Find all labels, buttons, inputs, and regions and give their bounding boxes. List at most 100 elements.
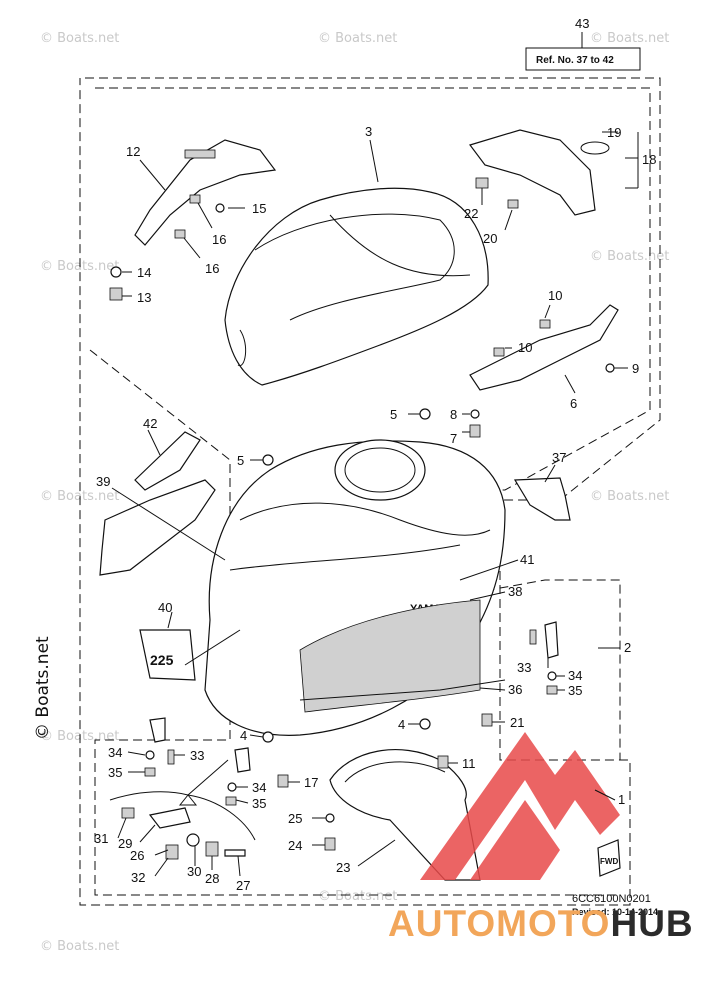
part-label: 15 [252, 201, 266, 216]
ref-note: Ref. No. 37 to 42 [536, 55, 614, 66]
bolt-24 [324, 837, 336, 851]
assembly-boundary-inner [95, 87, 651, 491]
part-label: 6 [570, 396, 577, 411]
part-label: 10 [518, 340, 532, 355]
side-bracket-left [134, 139, 277, 246]
latch-left [149, 717, 166, 743]
nut-35 [546, 685, 558, 695]
watermark-text: © Boats.net [318, 889, 397, 904]
part-label: 20 [483, 231, 497, 246]
part-label: 41 [520, 552, 534, 567]
watermark-text: © Boats.net [590, 249, 669, 264]
knob-32 [165, 844, 179, 860]
side-bracket-right [469, 129, 610, 216]
part-label: 24 [288, 838, 302, 853]
watermark-text: © Boats.net [40, 31, 119, 46]
washer-14 [110, 266, 122, 278]
part-label: 37 [552, 450, 566, 465]
nut-35 [144, 767, 156, 777]
part-label: 35 [252, 796, 266, 811]
decal-39 [99, 479, 216, 576]
part-label: 8 [450, 407, 457, 422]
part-label: 35 [108, 765, 122, 780]
screw-15 [215, 203, 225, 213]
part-label: 9 [632, 361, 639, 376]
washer-8 [470, 409, 480, 419]
brand-wordmark: AUTOMOTOHUB [388, 903, 694, 945]
fwd-label: FWD [600, 857, 618, 866]
bolt-27 [224, 849, 246, 857]
washer-34 [145, 750, 155, 760]
watermark-text: © Boats.net [590, 31, 669, 46]
part-label: 39 [96, 474, 110, 489]
grommet-4 [419, 718, 431, 730]
badge-40: 225 [139, 629, 196, 681]
part-label: 34 [252, 780, 266, 795]
fasteners [109, 177, 615, 860]
part-label: 13 [137, 290, 151, 305]
seal-strip-36 [299, 679, 506, 701]
bolt-13 [109, 287, 123, 301]
part-label: 27 [236, 878, 250, 893]
part-label: 42 [143, 416, 157, 431]
pin-33 [529, 629, 537, 645]
bolt-7 [469, 424, 481, 438]
part-label: 40 [158, 600, 172, 615]
part-label: 10 [548, 288, 562, 303]
part-label: 18 [642, 152, 656, 167]
part-label: 31 [94, 831, 108, 846]
part-label: 12 [126, 144, 140, 159]
bottom-cowling: YAMAHA [204, 439, 506, 736]
part-label: 17 [304, 775, 318, 790]
part-label: 19 [607, 125, 621, 140]
revision-date: Revised: 10-14-2014 [572, 907, 659, 917]
bolt-11 [437, 755, 449, 769]
ref-note-box [525, 47, 641, 71]
watermark-text: © Boats.net [40, 939, 119, 954]
apron-1 [329, 749, 481, 881]
part-label: 5 [390, 407, 397, 422]
bushing-28 [205, 841, 219, 857]
nut-20 [507, 199, 519, 209]
part-label: 30 [187, 864, 201, 879]
part-label: 4 [398, 717, 405, 732]
air-intake [334, 439, 426, 501]
grommet-4 [262, 731, 274, 743]
brand-part-2: HUB [610, 903, 694, 944]
part-label: 2 [624, 640, 631, 655]
part-label: 43 [575, 16, 589, 31]
watermark-text: © Boats.net [590, 489, 669, 504]
part-label: 34 [568, 668, 582, 683]
part-label: 38 [508, 584, 522, 599]
part-label: 28 [205, 871, 219, 886]
part-label: 11 [462, 756, 476, 771]
part-label: 4 [240, 728, 247, 743]
decal-37 [513, 477, 571, 521]
part-label: 3 [365, 124, 372, 139]
part-labels: 43 3 12 19 18 15 16 16 22 20 14 13 10 10… [94, 16, 656, 893]
part-label: 32 [131, 870, 145, 885]
lever-29 [148, 807, 191, 829]
part-label: 25 [288, 811, 302, 826]
grommet-22 [475, 177, 489, 189]
leader-lines [109, 131, 639, 877]
watermark-text: © Boats.net [318, 31, 397, 46]
part-label: 35 [568, 683, 582, 698]
collar-31 [121, 807, 135, 819]
part-label: 21 [510, 715, 524, 730]
part-label: 26 [130, 848, 144, 863]
part-label: 34 [108, 745, 122, 760]
collar-30 [186, 833, 200, 847]
brand-logo-icon [420, 732, 620, 880]
pin-33 [167, 749, 175, 765]
brand-part-1: AUTOMOTO [388, 903, 611, 944]
trim-plate-6 [469, 304, 619, 391]
part-label: 7 [450, 431, 457, 446]
drawing-signature: 6CC6100N0201 Revised: 10-14-2014 [572, 893, 658, 919]
washer-25 [325, 813, 335, 823]
nut-16 [174, 229, 186, 239]
part-label: 29 [118, 836, 132, 851]
screw-9 [605, 363, 615, 373]
washer-5 [262, 454, 274, 466]
